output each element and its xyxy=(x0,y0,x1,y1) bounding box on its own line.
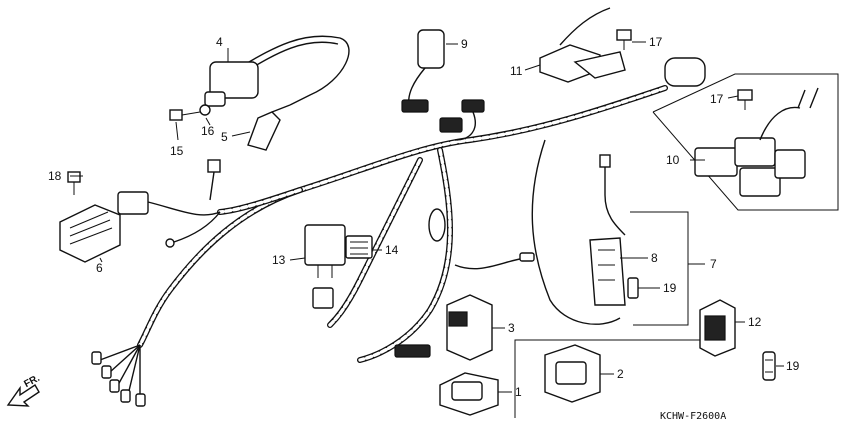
part-2 xyxy=(544,344,601,403)
callout-19-lower: 19 xyxy=(786,359,800,373)
callout-9: 9 xyxy=(461,37,468,51)
harness-end-cap xyxy=(664,57,706,87)
regulator-rectifier xyxy=(59,159,221,263)
part-9 xyxy=(401,29,485,141)
callout-16: 16 xyxy=(201,124,215,138)
leader-lines xyxy=(70,41,784,393)
callouts: 4 5 6 9 11 17 10 17 13 14 3 1 2 8 7 19 1… xyxy=(48,35,800,399)
fuse-19 xyxy=(762,351,776,381)
callout-4: 4 xyxy=(216,35,223,49)
callout-2: 2 xyxy=(617,367,624,381)
diagram-code: KCHW-F2600A xyxy=(660,411,726,422)
bolt-18 xyxy=(67,171,81,195)
callout-3: 3 xyxy=(508,321,515,335)
relay-13 xyxy=(304,224,346,278)
callout-14: 14 xyxy=(385,243,399,257)
callout-15: 15 xyxy=(170,144,184,158)
callout-7: 7 xyxy=(710,257,717,271)
part-14 xyxy=(345,235,373,259)
part-11 xyxy=(539,7,626,83)
callout-1: 1 xyxy=(515,385,522,399)
part-12 xyxy=(699,299,736,357)
front-direction-arrow xyxy=(6,384,40,407)
inset-bracket-lower xyxy=(514,339,700,418)
washer-16 xyxy=(199,104,211,116)
callout-18: 18 xyxy=(48,169,62,183)
callout-8: 8 xyxy=(651,251,658,265)
part-1 xyxy=(439,372,499,416)
callout-17-kit: 17 xyxy=(710,92,724,106)
callout-5: 5 xyxy=(221,130,228,144)
front-direction-label: FR. xyxy=(22,373,42,390)
callout-10: 10 xyxy=(666,153,680,167)
callout-11: 11 xyxy=(510,64,523,78)
callout-13: 13 xyxy=(272,253,286,267)
part-10-kit xyxy=(652,73,839,211)
bolt-15 xyxy=(169,109,201,121)
callout-19-upper: 19 xyxy=(663,281,677,295)
callout-12: 12 xyxy=(748,315,762,329)
part-3 xyxy=(446,294,493,361)
main-wire-harness xyxy=(91,85,668,407)
part-7-assembly xyxy=(531,139,689,326)
ignition-coil-assembly xyxy=(204,35,350,151)
bolt-17-top xyxy=(616,29,632,50)
callout-17-top: 17 xyxy=(649,35,663,49)
callout-6: 6 xyxy=(96,261,103,275)
bolt-17-kit xyxy=(737,89,753,110)
